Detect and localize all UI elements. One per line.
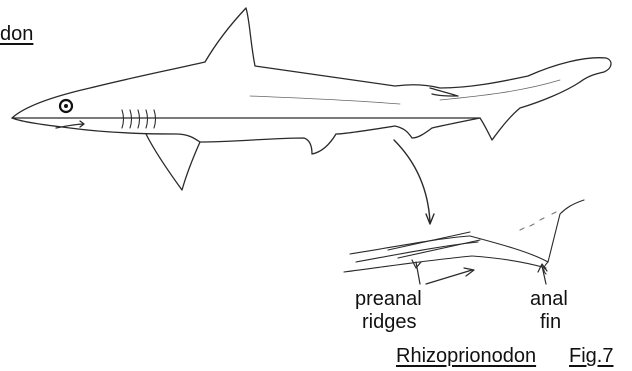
detail-arrow — [394, 140, 430, 222]
pectoral-fin — [146, 134, 200, 190]
top-caption: don — [0, 24, 33, 44]
preanal-ridges-pointers — [412, 260, 474, 284]
anal-fin-label-line2: fin — [540, 312, 561, 332]
preanal-ridges-label-line2: ridges — [362, 312, 416, 332]
caudal-fin — [480, 82, 580, 140]
second-dorsal-fin — [430, 88, 458, 96]
shark-eye — [60, 100, 72, 112]
mouth-line — [56, 121, 84, 128]
preanal-ridges-label-line1: preanal — [355, 289, 422, 309]
figure-number: Fig.7 — [569, 346, 613, 366]
anal-fin-label-line1: anal — [530, 289, 568, 309]
anal-fin-detail — [548, 200, 584, 262]
detail-underside — [344, 200, 584, 274]
genus-caption: Rhizoprionodon — [396, 346, 536, 366]
shark-body-upper — [12, 8, 611, 118]
gill-slits — [122, 110, 156, 128]
